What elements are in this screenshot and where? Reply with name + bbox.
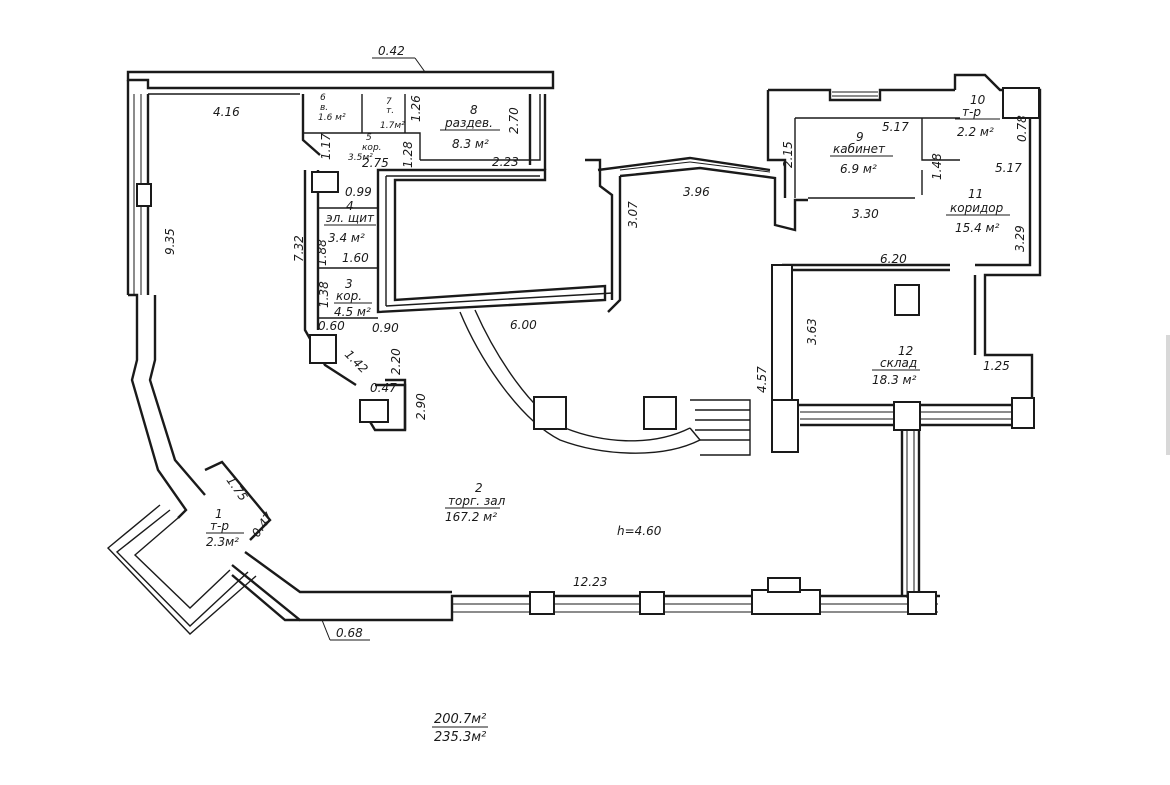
room-5-number: 5 <box>366 133 372 143</box>
dim-12-23: 12.23 <box>573 575 607 589</box>
dim-1-88: 1.88 <box>315 239 329 266</box>
room-4-name: эл. щит <box>326 211 375 225</box>
dim-1-60: 1.60 <box>342 251 369 265</box>
dim-5-17-a: 5.17 <box>882 120 909 134</box>
room-10-name: т-р <box>962 105 981 119</box>
dim-0-90: 0.90 <box>372 321 399 335</box>
room-9-number: 9 <box>856 130 864 144</box>
room-2-name: торг. зал <box>448 494 506 508</box>
dim-3-30: 3.30 <box>852 207 879 221</box>
room-1-name: т-р <box>210 519 229 533</box>
dim-2-70: 2.70 <box>507 107 521 134</box>
dim-0-60: 0.60 <box>318 319 345 333</box>
room-2-number: 2 <box>475 481 483 495</box>
dim-1-26: 1.26 <box>409 95 423 122</box>
room-12-area: 18.3 м² <box>872 373 917 387</box>
room-3-name: кор. <box>336 289 362 303</box>
room-12-number: 12 <box>898 344 913 358</box>
room-5-area: 3.5м² <box>348 153 373 163</box>
columns <box>136 87 1040 615</box>
room-4-number: 4 <box>346 199 354 213</box>
dim-2-15: 2.15 <box>781 141 795 168</box>
total-area-bottom: 235.3м² <box>434 730 486 745</box>
room-labels: 1 т-р 2.3м² 2 торг. зал 167.2 м² 3 кор. … <box>206 93 1010 549</box>
dim-dim-4-16: 4.16 <box>213 105 240 119</box>
room-6-area: 1.6 м² <box>318 113 346 123</box>
room-7-name: т. <box>386 106 394 116</box>
dim-1-48: 1.48 <box>930 153 944 180</box>
dimension-labels: 0.42 4.16 9.35 1.17 0.99 7.32 1.88 1.60 … <box>163 44 1029 641</box>
dim-0-47-b: 0.47 <box>249 510 276 540</box>
dim-0-78: 0.78 <box>1015 115 1029 142</box>
room-8-area: 8.3 м² <box>452 137 489 151</box>
area-totals: 200.7м² 235.3м² <box>432 712 488 745</box>
room-9-name: кабинет <box>833 142 886 156</box>
dim-2-20: 2.20 <box>389 348 403 375</box>
dim-3-63: 3.63 <box>805 318 819 345</box>
dim-0-68: 0.68 <box>336 626 363 640</box>
room-8-number: 8 <box>470 103 478 117</box>
room-9-area: 6.9 м² <box>840 162 877 176</box>
dim-1-25: 1.25 <box>983 359 1010 373</box>
scan-edge-mark <box>1166 335 1170 455</box>
room-11-area: 15.4 м² <box>955 221 1000 235</box>
dim-top-wall: 0.42 <box>378 44 405 58</box>
room-6-number: 6 <box>320 93 326 103</box>
room-5-name: кор. <box>362 143 382 153</box>
dim-6-20: 6.20 <box>880 252 907 266</box>
room-8-name: раздев. <box>444 116 493 130</box>
dim-1-75: 1.75 <box>224 474 251 504</box>
dim-5-17-b: 5.17 <box>995 161 1022 175</box>
dim-2-23: 2.23 <box>492 155 519 169</box>
dim-3-29: 3.29 <box>1013 225 1027 252</box>
room-3-area: 4.5 м² <box>334 305 371 319</box>
room-2-area: 167.2 м² <box>445 510 497 524</box>
dim-2-75: 2.75 <box>362 156 389 170</box>
dim-7-32: 7.32 <box>292 235 306 262</box>
dim-left-wall: 9.35 <box>163 228 177 255</box>
dim-0-99: 0.99 <box>345 185 372 199</box>
ceiling-height: h=4.60 <box>617 524 662 538</box>
dim-2-90: 2.90 <box>414 393 428 420</box>
room-3-number: 3 <box>345 277 353 291</box>
dim-0-47-a: 0.47 <box>370 381 397 395</box>
room-11-name: коридор <box>950 201 1004 215</box>
room-6-name: в. <box>320 103 328 113</box>
dim-3-07: 3.07 <box>626 201 640 228</box>
room-7-number: 7 <box>386 97 392 107</box>
dim-3-96: 3.96 <box>683 185 710 199</box>
room-1-area: 2.3м² <box>206 535 239 549</box>
room-11-number: 11 <box>968 187 983 201</box>
room-10-area: 2.2 м² <box>957 125 994 139</box>
dim-1-17: 1.17 <box>319 133 333 160</box>
dim-1-42: 1.42 <box>342 347 371 376</box>
room-1-number: 1 <box>215 507 223 521</box>
dim-1-28: 1.28 <box>401 141 415 168</box>
dim-4-57: 4.57 <box>755 366 769 393</box>
room-12-name: склад <box>880 356 917 370</box>
dim-6-00: 6.00 <box>510 318 537 332</box>
total-area-top: 200.7м² <box>434 712 486 727</box>
room-10-number: 10 <box>970 93 986 107</box>
room-7-area: 1.7м² <box>380 121 405 131</box>
room-4-area: 3.4 м² <box>328 231 365 245</box>
dim-1-38: 1.38 <box>317 281 331 308</box>
